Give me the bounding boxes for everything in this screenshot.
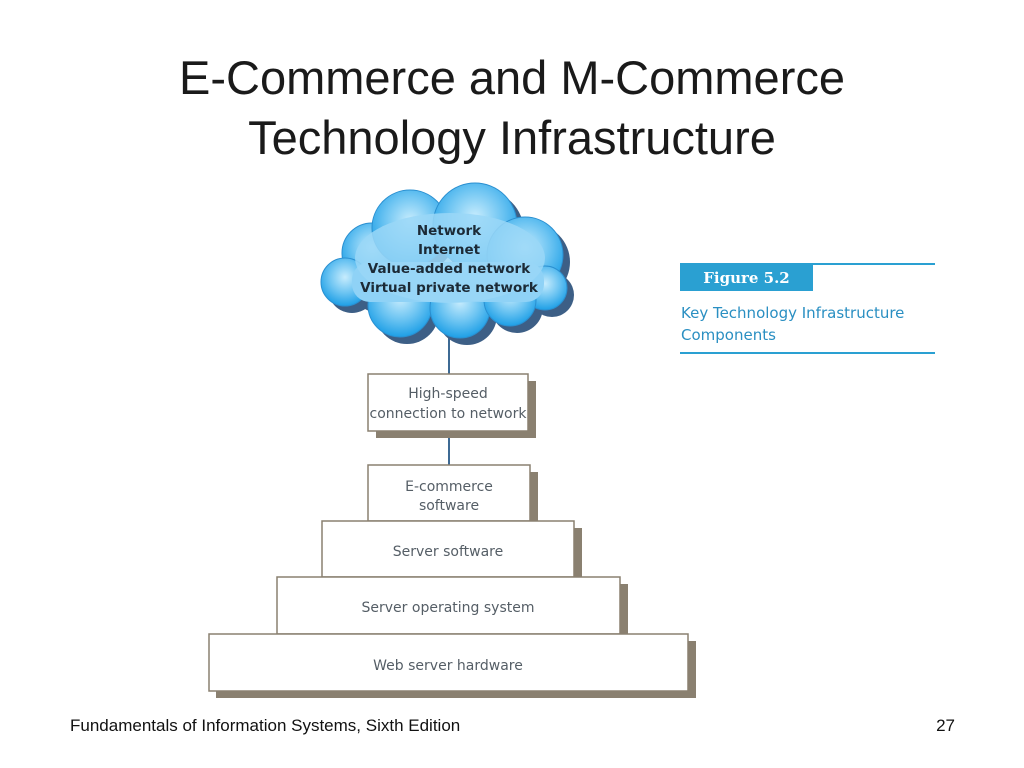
- server-os-label: Server operating system: [362, 600, 535, 616]
- server-software-layer: [321, 520, 575, 578]
- connection-label-line2: connection to network: [370, 406, 528, 422]
- figure-top-rule: [680, 263, 935, 265]
- slide-title-line-1: E-Commerce and M-Commerce: [179, 51, 845, 104]
- cloud-label-network: Network: [417, 223, 482, 239]
- server-os-layer: [276, 576, 621, 635]
- cloud-label-internet: Internet: [418, 242, 481, 258]
- web-server-hardware-layer: [208, 633, 689, 692]
- figure-caption: Key Technology Infrastructure Components: [681, 302, 941, 346]
- server-software-label: Server software: [393, 544, 503, 560]
- figure-bottom-rule: [680, 352, 935, 354]
- figure-caption-line1: Key Technology Infrastructure: [681, 304, 905, 322]
- cloud-label-virtual-private-network: Virtual private network: [360, 280, 539, 296]
- figure-label: Figure 5.2: [680, 265, 813, 291]
- web-server-hardware-label: Web server hardware: [373, 658, 523, 674]
- slide-title-line-2: Technology Infrastructure: [248, 111, 776, 164]
- cloud-highlight: [355, 213, 545, 303]
- ecommerce-label-line1: E-commerce: [405, 479, 493, 495]
- figure-caption-line2: Components: [681, 326, 776, 344]
- page-number: 27: [936, 716, 955, 735]
- footer-book-title: Fundamentals of Information Systems, Six…: [70, 716, 461, 735]
- connection-box: [367, 373, 529, 432]
- ecommerce-label-line2: software: [419, 498, 479, 514]
- ecommerce-software-layer: [367, 464, 531, 522]
- connection-label-line1: High-speed: [408, 386, 488, 402]
- cloud-label-value-added-network: Value-added network: [368, 261, 531, 277]
